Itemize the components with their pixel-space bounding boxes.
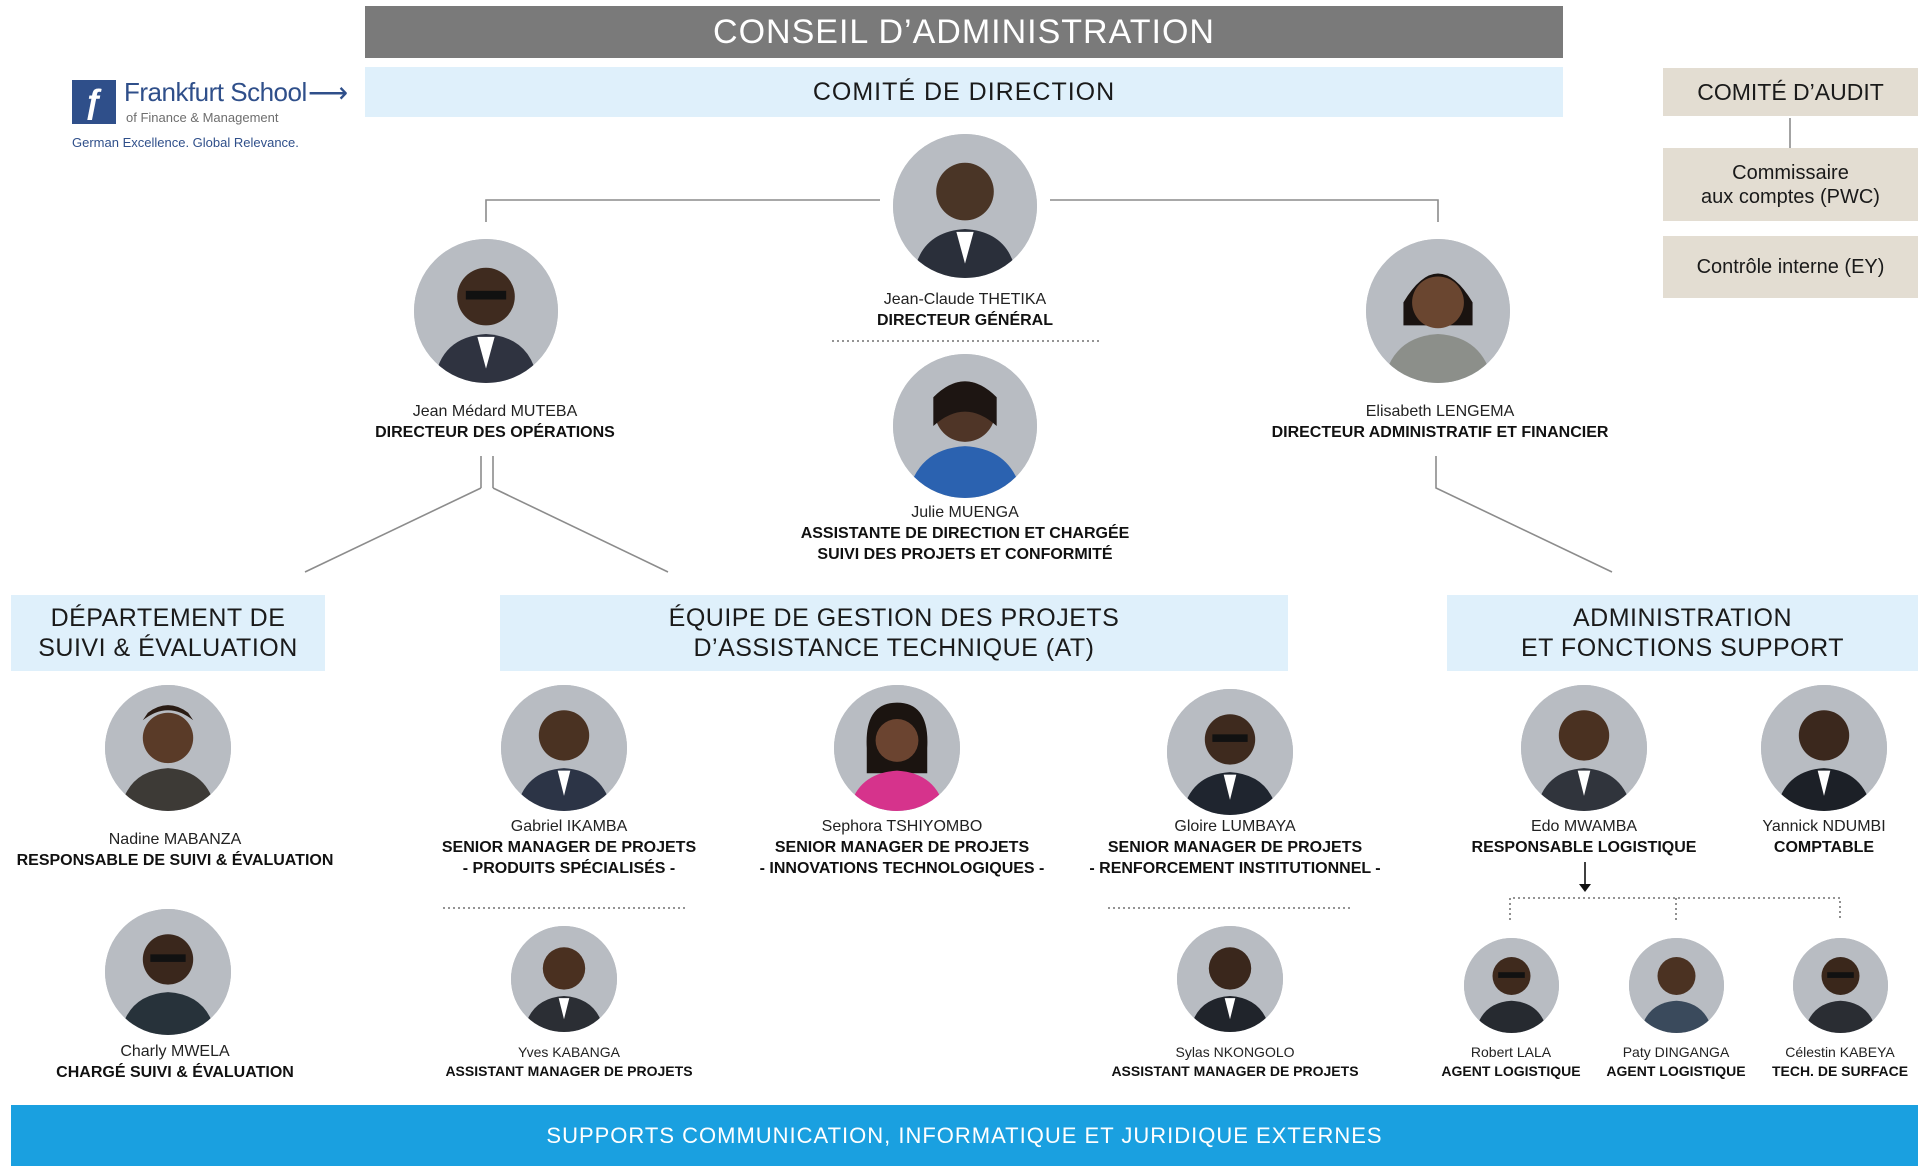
person-photo: [1366, 239, 1510, 383]
person-title: SENIOR MANAGER DE PROJETS: [1107, 839, 1363, 856]
person-name: Gabriel IKAMBA: [510, 818, 628, 835]
person-name: Gloire LUMBAYA: [1174, 818, 1296, 835]
person-title: DIRECTEUR ADMINISTRATIF ET FINANCIER: [1271, 424, 1609, 441]
person-name: Jean Médard MUTEBA: [412, 403, 578, 420]
person-card-celestin: Célestin KABEYA TECH. DE SURFACE: [1760, 1043, 1920, 1081]
frankfurt-school-logo-icon: ƒ: [72, 80, 116, 124]
person-card-operations: Jean Médard MUTEBA DIRECTEUR DES OPÉRATI…: [320, 401, 670, 443]
person-card-gloire: Gloire LUMBAYA SENIOR MANAGER DE PROJETS…: [1070, 816, 1400, 879]
person-title: RESPONSABLE DE SUIVI & ÉVALUATION: [16, 852, 334, 869]
person-title: SENIOR MANAGER DE PROJETS: [774, 839, 1030, 856]
person-photo: [893, 134, 1037, 278]
person-photo: [501, 685, 627, 811]
person-title: - PRODUITS SPÉCIALISÉS -: [462, 860, 676, 877]
department-assistance-technique: ÉQUIPE DE GESTION DES PROJETS D’ASSISTAN…: [500, 595, 1288, 671]
audit-committee: COMITÉ D’AUDIT: [1663, 68, 1918, 116]
person-photo: [1761, 685, 1887, 811]
person-title: - INNOVATIONS TECHNOLOGIQUES -: [759, 860, 1045, 877]
person-title: AGENT LOGISTIQUE: [1606, 1063, 1746, 1079]
person-photo: [105, 909, 231, 1035]
person-card-gabriel: Gabriel IKAMBA SENIOR MANAGER DE PROJETS…: [404, 816, 734, 879]
person-title: ASSISTANT MANAGER DE PROJETS: [1111, 1063, 1359, 1079]
person-name: Jean-Claude THETIKA: [883, 291, 1047, 308]
department-line: ADMINISTRATION: [1572, 604, 1793, 632]
person-name: Edo MWAMBA: [1530, 818, 1638, 835]
person-card-charly: Charly MWELA CHARGÉ SUIVI & ÉVALUATION: [5, 1041, 345, 1083]
person-title: DIRECTEUR DES OPÉRATIONS: [375, 424, 615, 441]
logo-tagline: German Excellence. Global Relevance.: [72, 135, 299, 150]
person-photo: [1521, 685, 1647, 811]
person-title: ASSISTANT MANAGER DE PROJETS: [445, 1063, 693, 1079]
person-title: DIRECTEUR GÉNÉRAL: [876, 312, 1053, 329]
person-card-yves: Yves KABANGA ASSISTANT MANAGER DE PROJET…: [419, 1043, 719, 1081]
audit-item-ey: Contrôle interne (EY): [1663, 236, 1918, 298]
person-title: RESPONSABLE LOGISTIQUE: [1471, 839, 1697, 856]
person-card-sephora: Sephora TSHIYOMBO SENIOR MANAGER DE PROJ…: [737, 816, 1067, 879]
person-name: Sylas NKONGOLO: [1175, 1044, 1295, 1060]
person-name: Elisabeth LENGEMA: [1365, 403, 1515, 420]
person-title: ASSISTANTE DE DIRECTION ET CHARGÉE: [800, 525, 1130, 542]
person-title: COMPTABLE: [1773, 839, 1875, 856]
person-card-sylas: Sylas NKONGOLO ASSISTANT MANAGER DE PROJ…: [1085, 1043, 1385, 1081]
person-title: - RENFORCEMENT INSTITUTIONNEL -: [1089, 860, 1381, 877]
person-photo: [1177, 926, 1283, 1032]
person-photo: [1629, 938, 1724, 1033]
person-title: AGENT LOGISTIQUE: [1441, 1063, 1581, 1079]
person-name: Charly MWELA: [120, 1043, 230, 1060]
person-title: CHARGÉ SUIVI & ÉVALUATION: [56, 1064, 294, 1081]
arrow-right-icon: ⟶: [308, 77, 349, 108]
person-name: Julie MUENGA: [911, 504, 1019, 521]
department-line: ET FONCTIONS SUPPORT: [1520, 634, 1844, 662]
department-line: D’ASSISTANCE TECHNIQUE (AT): [693, 634, 1095, 662]
board-banner: CONSEIL D’ADMINISTRATION: [365, 6, 1563, 58]
person-card-robert: Robert LALA AGENT LOGISTIQUE: [1431, 1043, 1591, 1081]
person-photo: [511, 926, 617, 1032]
person-card-yannick: Yannick NDUMBI COMPTABLE: [1724, 816, 1924, 858]
person-card-nadine: Nadine MABANZA RESPONSABLE DE SUIVI & ÉV…: [5, 829, 345, 871]
frankfurt-school-logo: ƒ Frankfurt School of Finance & Manageme…: [72, 77, 307, 157]
person-photo: [414, 239, 558, 383]
person-name: Robert LALA: [1470, 1044, 1552, 1060]
person-card-daf: Elisabeth LENGEMA DIRECTEUR ADMINISTRATI…: [1240, 401, 1640, 443]
footer-banner: SUPPORTS COMMUNICATION, INFORMATIQUE ET …: [11, 1105, 1918, 1166]
person-card-assistant: Julie MUENGA ASSISTANTE DE DIRECTION ET …: [765, 502, 1165, 565]
logo-name: Frankfurt School: [124, 77, 307, 107]
person-title: SENIOR MANAGER DE PROJETS: [441, 839, 697, 856]
person-photo: [893, 354, 1037, 498]
person-photo: [1793, 938, 1888, 1033]
person-photo: [105, 685, 231, 811]
department-line: ÉQUIPE DE GESTION DES PROJETS: [668, 604, 1120, 632]
department-line: DÉPARTEMENT DE: [50, 604, 286, 632]
committee-banner: COMITÉ DE DIRECTION: [365, 67, 1563, 117]
person-title: SUIVI DES PROJETS ET CONFORMITÉ: [817, 546, 1113, 563]
person-name: Nadine MABANZA: [108, 831, 242, 848]
person-name: Yves KABANGA: [518, 1044, 620, 1060]
person-card-edo: Edo MWAMBA RESPONSABLE LOGISTIQUE: [1444, 816, 1724, 858]
person-name: Célestin KABEYA: [1785, 1044, 1895, 1060]
person-title: TECH. DE SURFACE: [1771, 1063, 1909, 1079]
audit-item-pwc: Commissaire aux comptes (PWC): [1663, 148, 1918, 221]
person-photo: [1167, 689, 1293, 815]
department-administration: ADMINISTRATION ET FONCTIONS SUPPORT: [1447, 595, 1918, 671]
person-photo: [834, 685, 960, 811]
person-card-paty: Paty DINGANGA AGENT LOGISTIQUE: [1596, 1043, 1756, 1081]
logo-subtitle: of Finance & Management: [126, 110, 279, 125]
person-name: Paty DINGANGA: [1622, 1044, 1730, 1060]
person-card-dg: Jean-Claude THETIKA DIRECTEUR GÉNÉRAL: [790, 289, 1140, 331]
person-photo: [1464, 938, 1559, 1033]
person-name: Sephora TSHIYOMBO: [821, 818, 983, 835]
department-suivi-evaluation: DÉPARTEMENT DE SUIVI & ÉVALUATION: [11, 595, 325, 671]
department-line: SUIVI & ÉVALUATION: [38, 634, 298, 662]
person-name: Yannick NDUMBI: [1762, 818, 1886, 835]
